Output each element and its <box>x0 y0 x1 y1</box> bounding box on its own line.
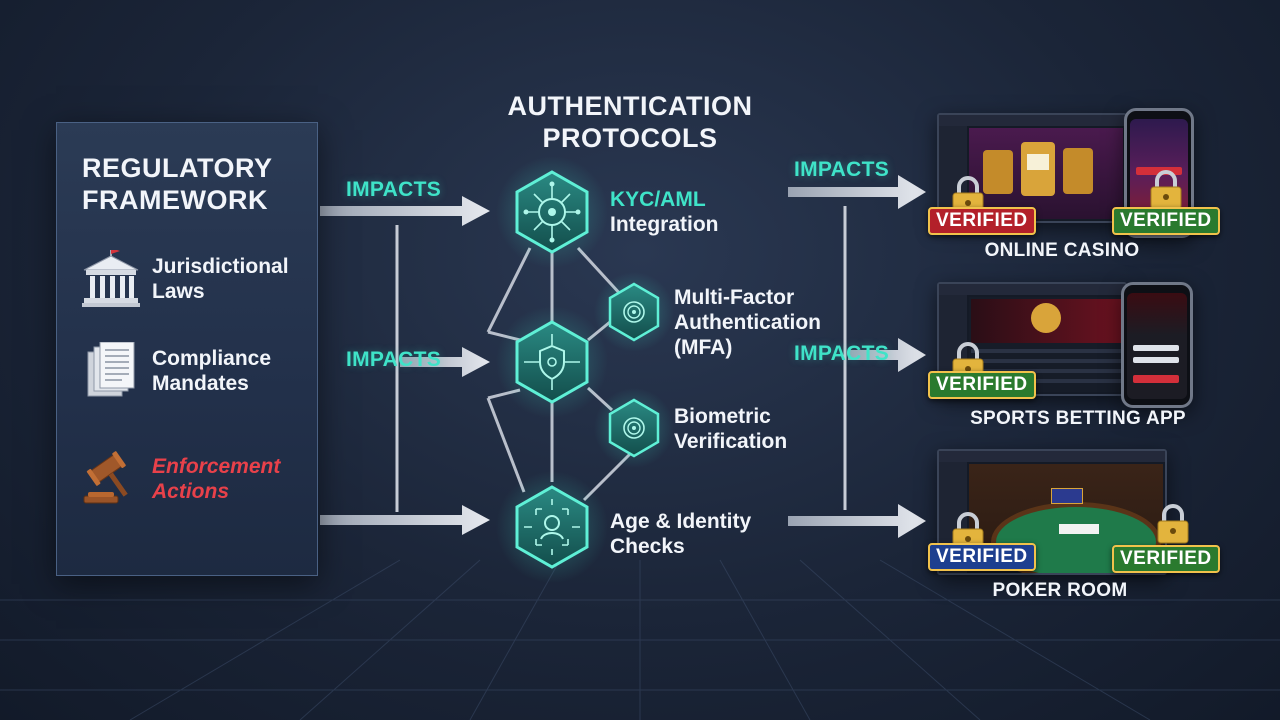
floor-grid <box>0 559 1280 720</box>
verified-badge: VERIFIED <box>928 207 1036 235</box>
hex-biometric <box>594 388 674 468</box>
impacts-label: IMPACTS <box>794 158 890 181</box>
casino-desktop-screenshot <box>937 113 1127 223</box>
protocol-label-mfa: Multi-Factor Authentication (MFA) <box>674 285 821 360</box>
protocol-label-kyc: KYC/AML Integration <box>610 187 719 237</box>
hex-mfa <box>594 272 674 352</box>
hex-age <box>496 471 608 583</box>
impacts-label: IMPACTS <box>346 348 442 371</box>
impact-arrows-left <box>320 196 490 535</box>
regulatory-item-label: Compliance Mandates <box>152 347 272 395</box>
regulatory-item-laws: Jurisdictional Laws <box>80 250 310 310</box>
gavel-icon <box>83 451 128 504</box>
courthouse-icon <box>82 250 140 307</box>
protocol-label-line: Authentication <box>674 311 821 334</box>
sports-desktop-screenshot <box>937 282 1127 396</box>
verified-badge: VERIFIED <box>928 543 1036 571</box>
documents-icon <box>87 342 135 397</box>
padlock-icon <box>1150 170 1182 210</box>
protocol-label-line: Integration <box>610 213 719 236</box>
regulatory-title: REGULATORY FRAMEWORK <box>82 153 273 215</box>
hex-hub <box>496 306 608 418</box>
regulatory-item-enforcement: Enforcement Actions <box>80 450 310 510</box>
verified-badge: VERIFIED <box>928 371 1036 399</box>
protocol-label-line: Age & Identity <box>610 510 752 533</box>
authentication-title: AUTHENTICATION PROTOCOLS <box>507 91 753 153</box>
sports-phone-screenshot <box>1121 282 1193 408</box>
protocol-label-biometric: Biometric Verification <box>674 404 787 454</box>
regulatory-item-label: Jurisdictional Laws <box>152 255 289 303</box>
protocol-label-line: Biometric <box>674 405 771 428</box>
padlock-icon <box>1157 504 1189 544</box>
impacts-label: IMPACTS <box>346 178 442 201</box>
platform-label: SPORTS BETTING APP <box>970 408 1186 429</box>
hex-kyc <box>496 156 608 268</box>
regulatory-item-label: Enforcement Actions <box>152 455 281 503</box>
impacts-label: IMPACTS <box>794 342 890 365</box>
platform-label: ONLINE CASINO <box>984 240 1140 261</box>
protocol-label-line: KYC/AML <box>610 188 706 211</box>
protocol-label-line: (MFA) <box>674 336 733 359</box>
protocol-label-line: Checks <box>610 535 685 558</box>
platform-label: POKER ROOM <box>992 580 1128 601</box>
verified-badge: VERIFIED <box>1112 545 1220 573</box>
protocol-label-age: Age & Identity Checks <box>610 509 751 559</box>
protocol-label-line: Verification <box>674 430 788 453</box>
protocol-label-line: Multi-Factor <box>674 286 795 309</box>
verified-badge: VERIFIED <box>1112 207 1220 235</box>
impact-arrows-right <box>788 175 926 538</box>
regulatory-item-compliance: Compliance Mandates <box>80 342 310 402</box>
